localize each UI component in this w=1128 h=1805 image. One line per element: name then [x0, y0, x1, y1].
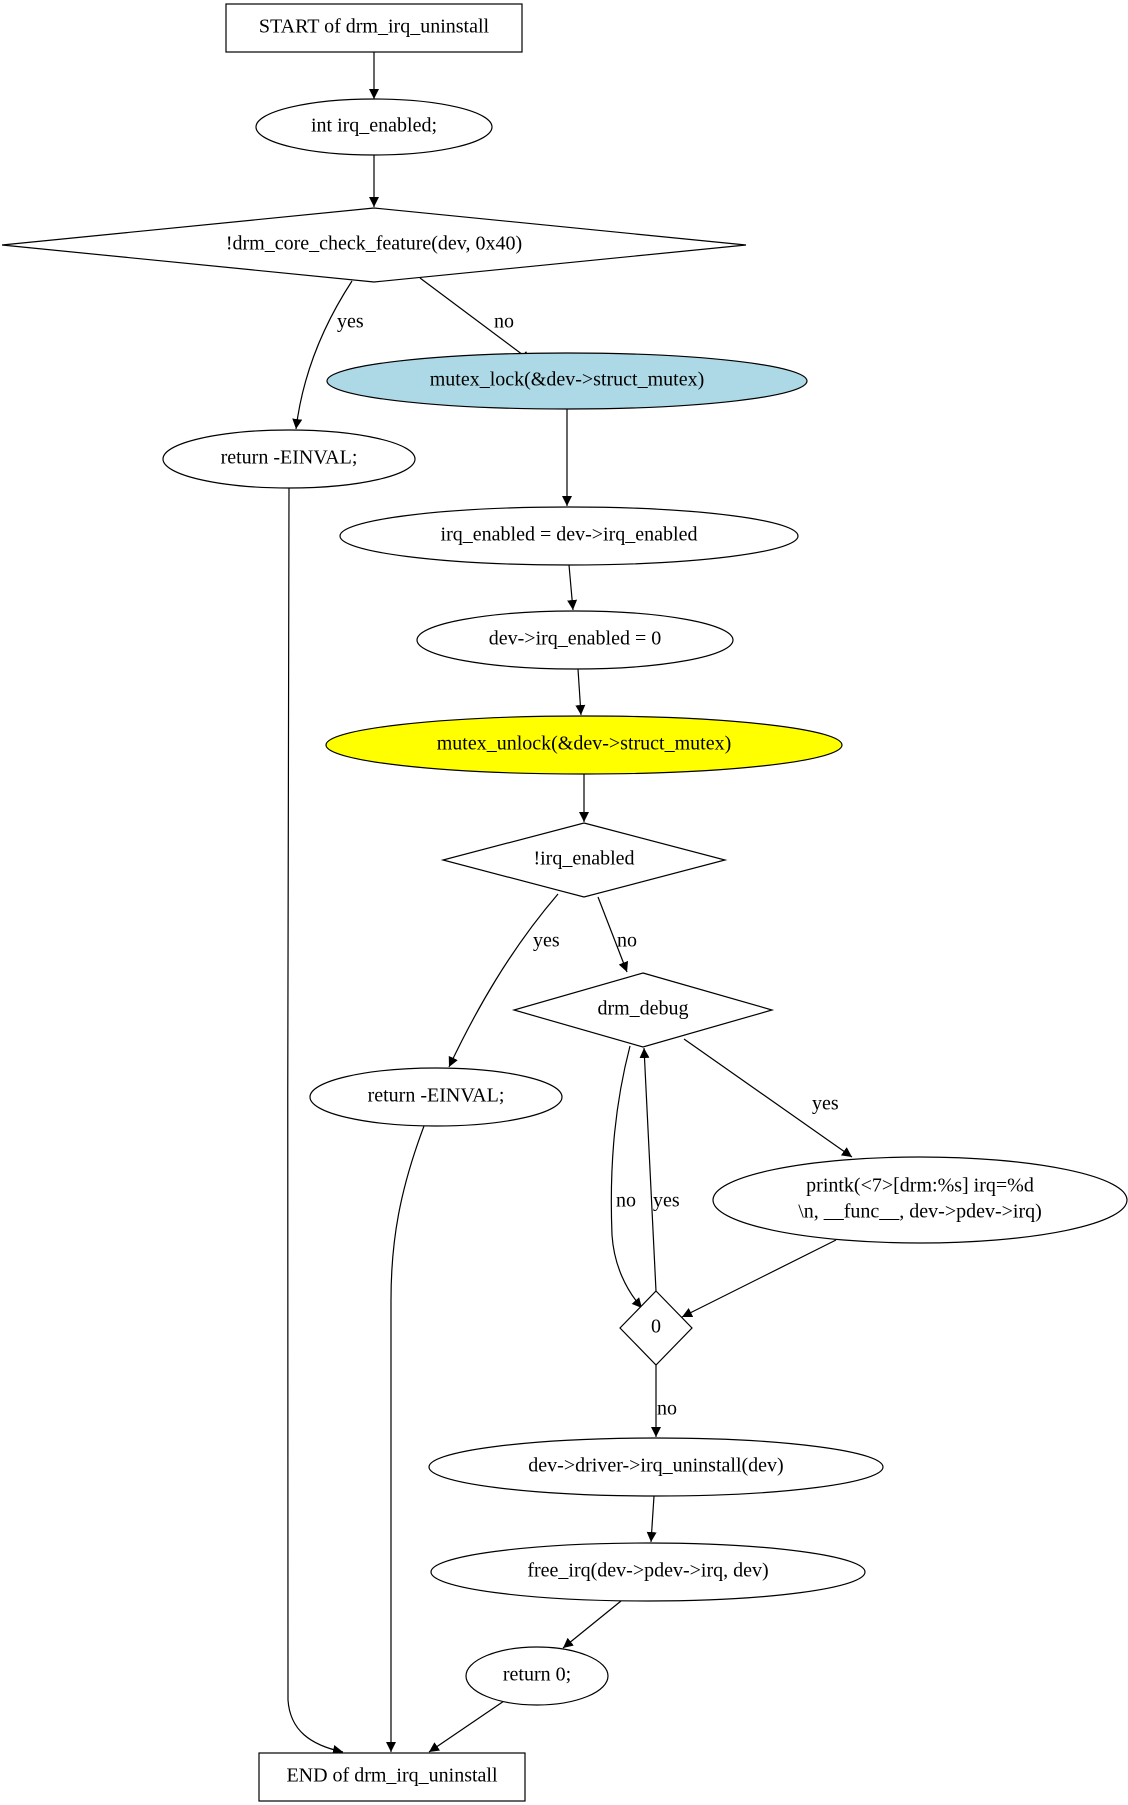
node-check-diamond [1, 207, 747, 283]
node-lock: mutex_lock(&dev->struct_mutex) [326, 352, 808, 410]
node-decl-label: int irq_enabled; [311, 115, 437, 137]
node-irqcheck-label: !irq_enabled [533, 848, 634, 870]
node-lock-ellipse [326, 352, 808, 410]
node-irqcheck: !irq_enabled [440, 822, 728, 898]
node-unlock-label: mutex_unlock(&dev->struct_mutex) [437, 733, 732, 755]
node-ret0-label: return 0; [503, 1664, 571, 1686]
node-end-box [258, 1752, 526, 1802]
edge-label-debug-to-zero: no [616, 1190, 636, 1212]
edge-debug-to-zero [610, 1045, 643, 1309]
node-zero-label: 0 [651, 1316, 661, 1338]
edge-free-to-ret0 [562, 1600, 622, 1649]
node-uninst-ellipse [428, 1437, 884, 1497]
node-ret0-ellipse [465, 1646, 609, 1706]
node-zero-diamond [619, 1290, 693, 1366]
node-ret1-ellipse [162, 429, 416, 489]
node-debug-label: drm_debug [597, 998, 688, 1020]
edge-debug-to-printk [683, 1038, 853, 1158]
edge-check-to-lock [419, 277, 532, 362]
node-printk-label-line-2: \n, __func__, dev->pdev->irq) [798, 1201, 1042, 1223]
node-assign2: dev->irq_enabled = 0 [416, 610, 734, 670]
node-ret2-ellipse [309, 1067, 563, 1127]
node-ret1-label: return -EINVAL; [221, 447, 358, 469]
node-uninst: dev->driver->irq_uninstall(dev) [428, 1437, 884, 1497]
node-assign1-ellipse [339, 506, 799, 566]
node-start-label: START of drm_irq_uninstall [259, 16, 490, 38]
node-start: START of drm_irq_uninstall [225, 3, 523, 53]
edge-label-irqcheck-to-ret2: yes [533, 930, 560, 952]
node-printk-label-line-1: printk(<7>[drm:%s] irq=%d [806, 1175, 1034, 1197]
node-end-label: END of drm_irq_uninstall [286, 1765, 498, 1787]
node-assign2-label: dev->irq_enabled = 0 [489, 628, 662, 650]
edge-uninst-to-free [646, 1495, 657, 1543]
node-assign1-label: irq_enabled = dev->irq_enabled [441, 524, 698, 546]
node-assign2-ellipse [416, 610, 734, 670]
node-decl-ellipse [255, 98, 493, 156]
node-free-label: free_irq(dev->pdev->irq, dev) [527, 1560, 768, 1582]
node-debug: drm_debug [511, 972, 775, 1048]
edge-ret0-to-end [428, 1700, 505, 1753]
node-debug-diamond [511, 972, 775, 1048]
node-check-label: !drm_core_check_feature(dev, 0x40) [226, 233, 522, 255]
node-decl: int irq_enabled; [255, 98, 493, 156]
node-unlock-ellipse [325, 715, 843, 775]
node-ret1: return -EINVAL; [162, 429, 416, 489]
edge-irqcheck-to-ret2 [448, 893, 559, 1068]
node-zero: 0 [619, 1290, 693, 1366]
node-irqcheck-diamond [440, 822, 728, 898]
node-check: !drm_core_check_feature(dev, 0x40) [1, 207, 747, 283]
edge-irqcheck-to-debug [597, 896, 629, 973]
edge-label-debug-to-printk: yes [812, 1093, 839, 1115]
node-lock-label: mutex_lock(&dev->struct_mutex) [430, 369, 705, 391]
edge-assign2-to-unlock [575, 668, 586, 716]
edge-label-zero-to-debug: yes [653, 1190, 680, 1212]
edge-ret2-to-end [386, 1125, 425, 1752]
node-free-ellipse [430, 1542, 866, 1602]
node-end: END of drm_irq_uninstall [258, 1752, 526, 1802]
edge-ret1-to-end [286, 487, 344, 1755]
edge-label-check-to-ret1: yes [337, 311, 364, 333]
node-printk: printk(<7>[drm:%s] irq=%d \n, __func__, d… [712, 1156, 1128, 1244]
node-unlock: mutex_unlock(&dev->struct_mutex) [325, 715, 843, 775]
edge-printk-to-zero [681, 1239, 837, 1318]
edge-check-to-ret1 [292, 280, 353, 430]
edge-label-irqcheck-to-debug: no [617, 930, 637, 952]
node-free: free_irq(dev->pdev->irq, dev) [430, 1542, 866, 1602]
node-assign1: irq_enabled = dev->irq_enabled [339, 506, 799, 566]
node-ret2-label: return -EINVAL; [368, 1085, 505, 1107]
edge-zero-to-debug [639, 1047, 657, 1292]
node-ret0: return 0; [465, 1646, 609, 1706]
node-uninst-label: dev->driver->irq_uninstall(dev) [528, 1455, 783, 1477]
node-ret2: return -EINVAL; [309, 1067, 563, 1127]
node-printk-ellipse [712, 1156, 1128, 1244]
edge-label-zero-to-uninst: no [657, 1398, 677, 1420]
edge-label-check-to-lock: no [494, 311, 514, 333]
node-start-box [225, 3, 523, 53]
edge-assign1-to-assign2 [567, 564, 578, 611]
